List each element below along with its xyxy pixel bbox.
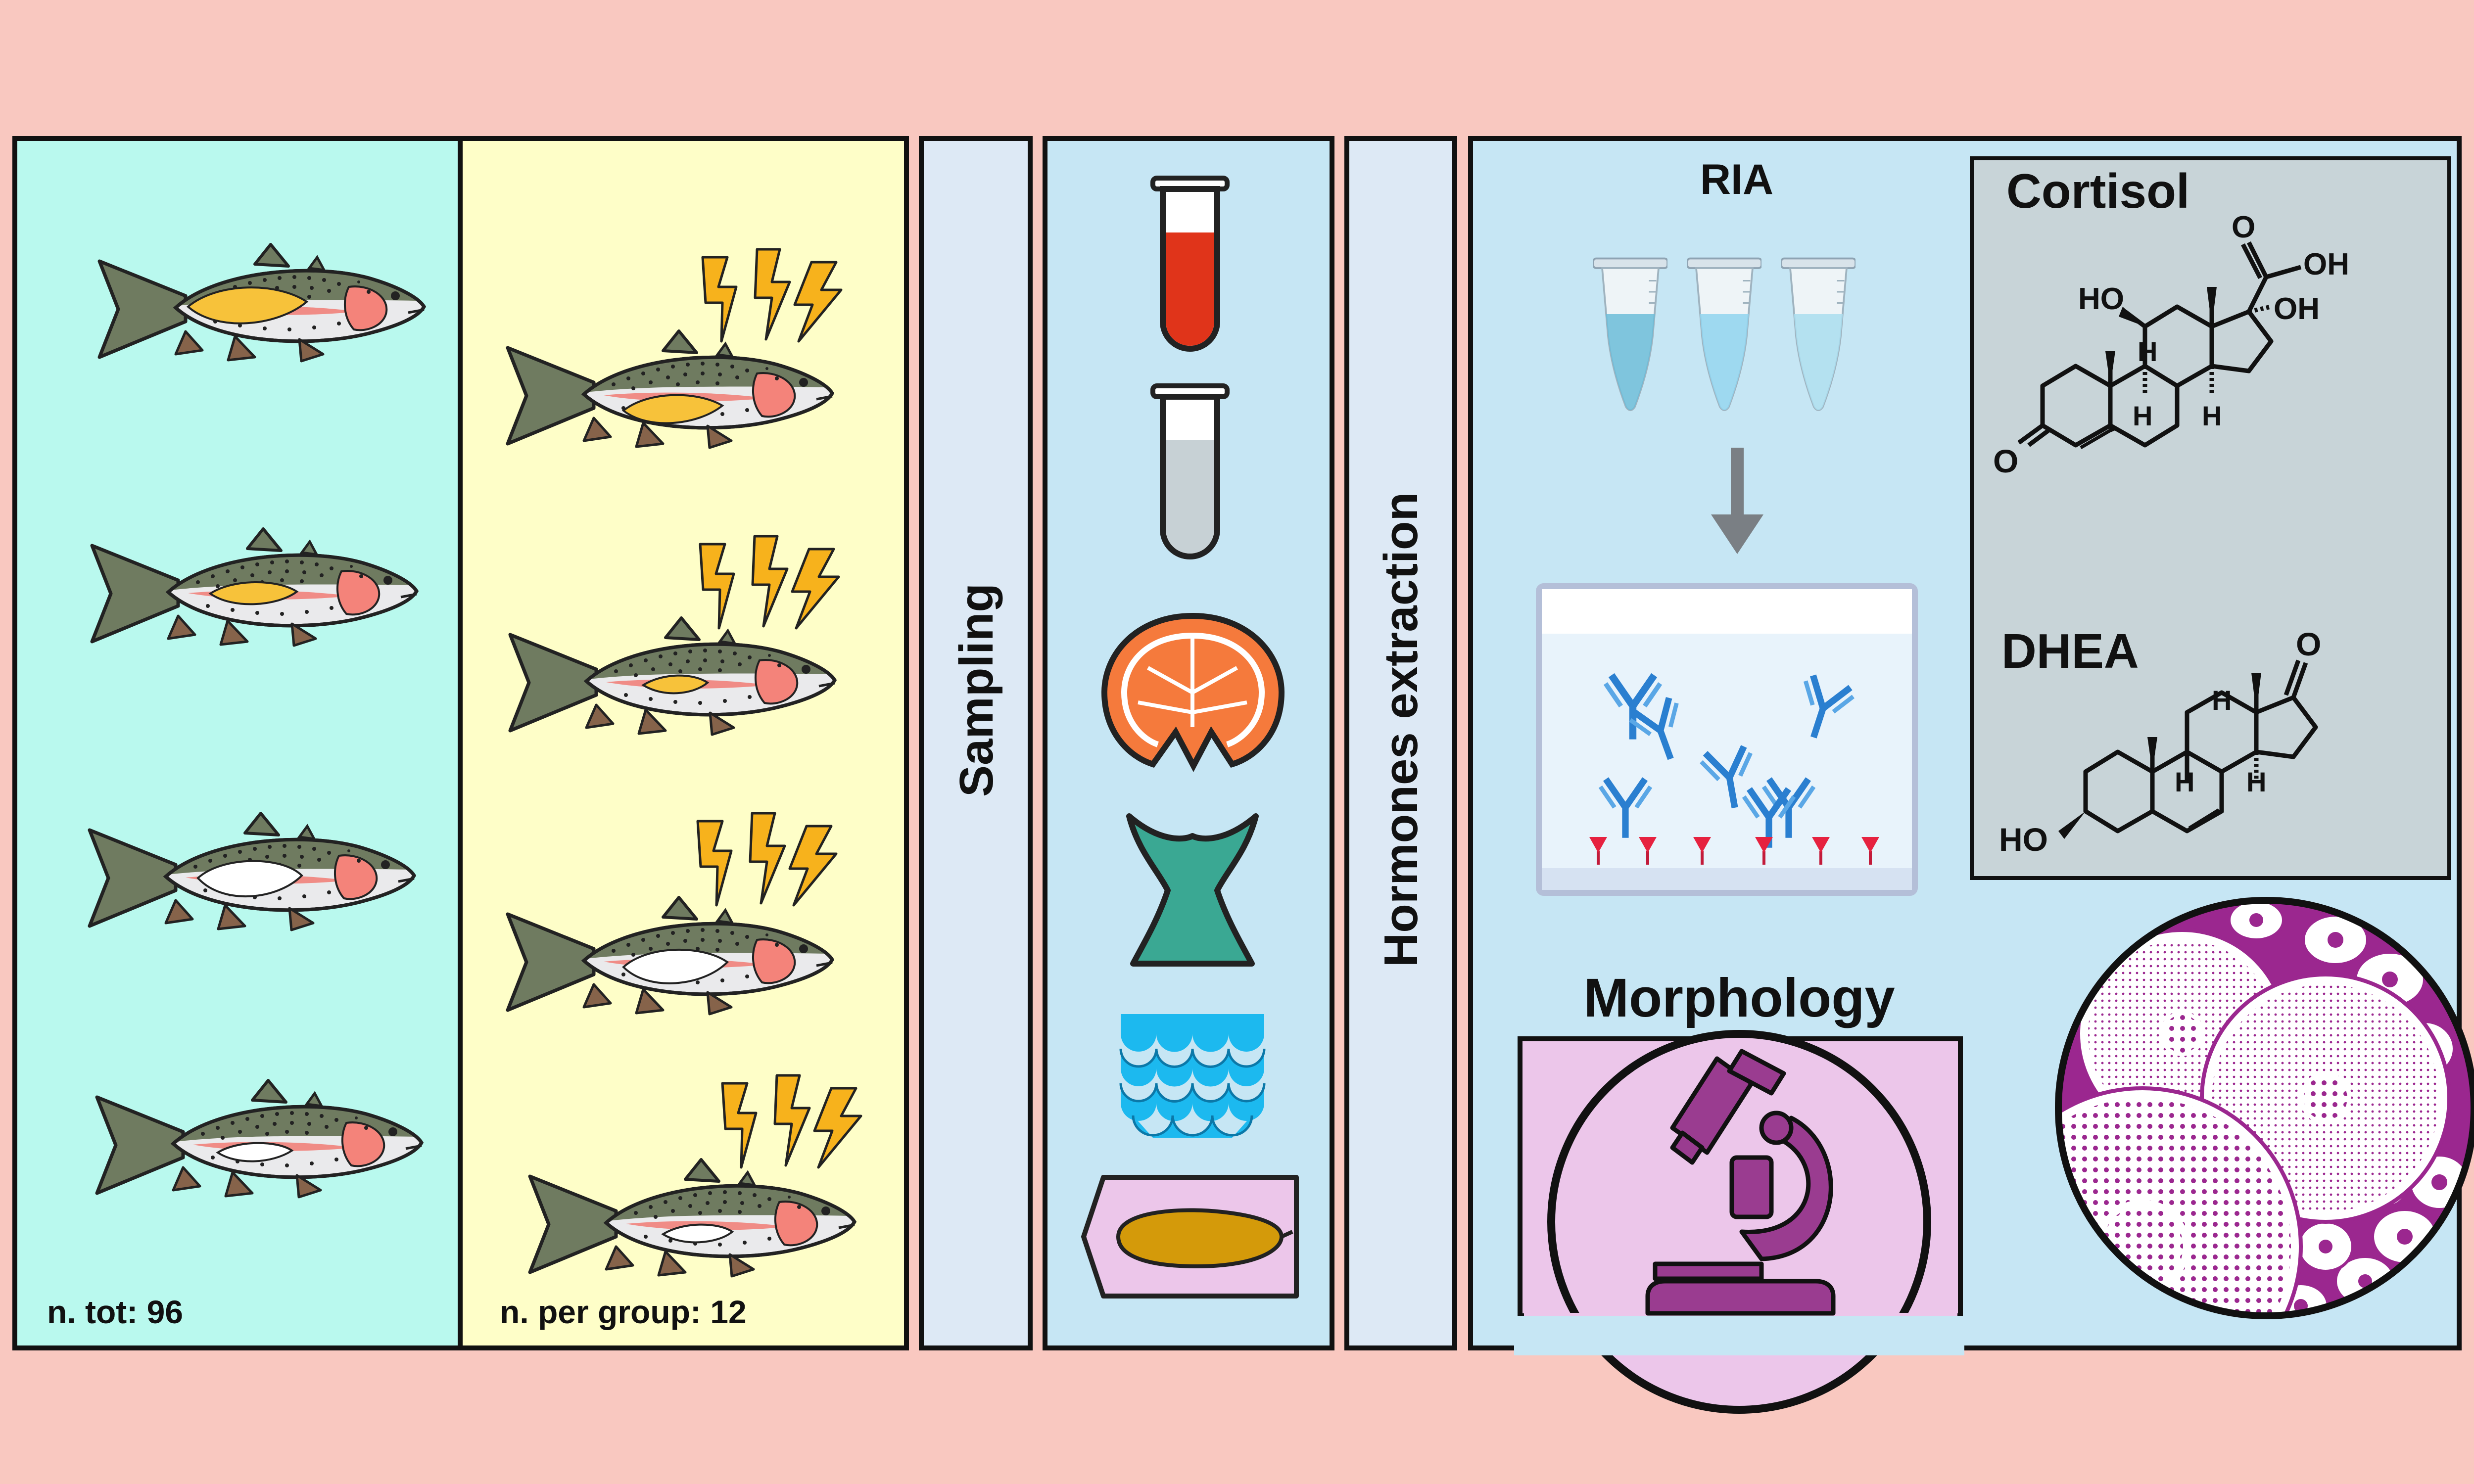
atom-label: HO: [1999, 821, 2048, 858]
stress-fish-2: [510, 618, 835, 735]
stress-fish-3: [508, 897, 832, 1014]
gonad-mark: [641, 674, 710, 695]
wedge-bond: [2119, 307, 2145, 326]
microscope-icon: [1645, 1049, 1836, 1316]
plasma-tube-icon: [1150, 383, 1230, 559]
atom-label: H: [2246, 766, 2266, 797]
gonad-mark: [208, 581, 299, 605]
control-fish-3: [90, 813, 414, 930]
cortisol-label: Cortisol: [2006, 164, 2189, 218]
control-panel: n. tot: 96: [12, 136, 463, 1350]
wedge-bond: [2105, 351, 2115, 386]
samples-panel: [1043, 136, 1334, 1350]
fish-scales-icon: [1119, 1014, 1266, 1138]
atom-label: OH: [2274, 292, 2320, 326]
atom-label: OH: [2303, 247, 2349, 281]
sampling-label: Sampling: [950, 583, 1003, 797]
hormone-structures-box: Cortisol: [1970, 156, 2451, 880]
extraction-label: Hormones extraction: [1375, 492, 1427, 967]
atom-label: HO: [2078, 282, 2124, 316]
wedge-bond: [2147, 737, 2157, 772]
atom-label: O: [2232, 210, 2255, 244]
control-fish-1: [99, 244, 424, 361]
gonad-mark: [661, 1223, 734, 1244]
gonad-mark: [621, 394, 724, 424]
tail-fin-icon: [1126, 813, 1259, 967]
morphology-label: Morphology: [1583, 968, 1895, 1028]
analysis-panel: RIA: [1468, 136, 2474, 1414]
control-fish-4: [97, 1080, 422, 1197]
control-fish-2: [92, 529, 417, 646]
fish-steak-icon: [1101, 612, 1285, 772]
atom-label: H: [2175, 766, 2194, 797]
wedge-bond: [2058, 811, 2086, 839]
extraction-panel: Hormones extraction: [1344, 136, 1457, 1350]
wedge-bond: [2207, 287, 2217, 326]
dhea-label: DHEA: [2001, 624, 2139, 678]
blood-tube-icon: [1150, 176, 1230, 352]
group-count-label: n. per group: 12: [500, 1294, 747, 1330]
atom-label: H: [2202, 400, 2222, 431]
wedge-bond: [2251, 673, 2261, 712]
atom-label: H: [2212, 685, 2232, 716]
stress-panel: n. per group: 12: [458, 136, 909, 1350]
gonad-mark: [186, 286, 309, 325]
atom-label: O: [2296, 626, 2321, 662]
gonad-cassette-icon: [1081, 1175, 1299, 1298]
atom-label: H: [2138, 336, 2157, 367]
sampling-panel: Sampling: [919, 136, 1033, 1350]
gonad-mark: [196, 860, 303, 897]
morphology-box: [1514, 1030, 1964, 1414]
control-count-label: n. tot: 96: [47, 1294, 183, 1330]
down-arrow-icon: [1711, 448, 1763, 554]
ria-well-icon: [1536, 583, 1918, 896]
gonad-mark: [216, 1142, 294, 1162]
atom-label: H: [2133, 400, 2152, 431]
ria-label: RIA: [1700, 156, 1773, 203]
atom-label: O: [1993, 443, 2018, 479]
stress-fish-4: [530, 1159, 855, 1276]
stress-fish-1: [508, 331, 832, 448]
gonad-mark: [622, 948, 729, 984]
ria-tubes: [1593, 259, 1856, 411]
